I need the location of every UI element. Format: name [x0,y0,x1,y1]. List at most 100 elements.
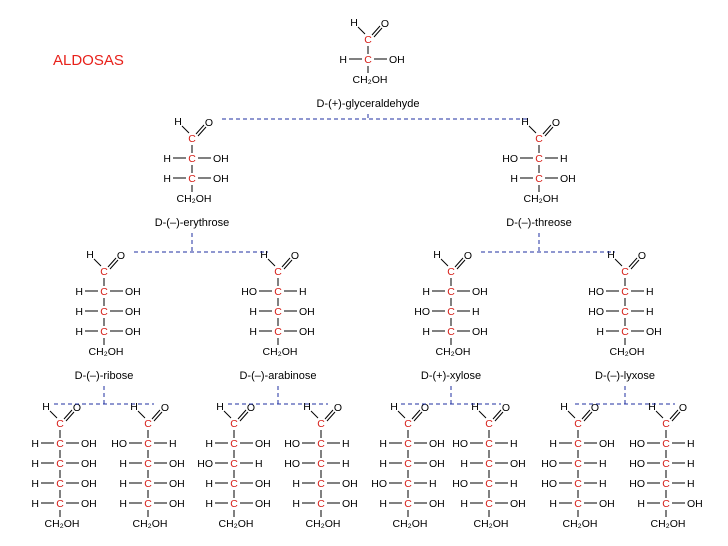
hydrogen-atom: H [260,249,268,261]
hydroxyl-group: OH [81,438,97,450]
sugar-name: D-(–)-arabinose [239,370,316,382]
hydroxyl-group: OH [299,326,315,338]
hydroxyl-group: OH [169,458,185,470]
hydroxyl-group: OH [429,438,445,450]
double-bond [373,27,383,38]
hydroxyl-group: OH [429,498,445,510]
hydroxyl-group: HO [588,306,604,318]
double-bond [371,25,381,36]
hydroxyl-group: OH [342,498,358,510]
hydroxyl-group: HO [629,458,645,470]
double-bond [239,411,249,422]
hydroxyl-group: HO [629,478,645,490]
carbon-atom: C [274,286,282,298]
hydroxyl-group: OH [599,498,615,510]
carbon-atom: C [230,418,238,430]
carbon-atom: C [404,418,412,430]
hydrogen-atom: H [687,438,695,450]
carbon-atom: C [274,266,282,278]
hydrogen-atom: H [255,458,263,470]
oxygen-atom: O [502,402,510,414]
hydrogen-atom: H [119,478,127,490]
carbon-atom: C [317,438,325,450]
carbon-atom: C [364,34,372,46]
double-bond [197,126,207,137]
carbon-atom: C [485,498,493,510]
hydroxyl-group: HO [241,286,257,298]
single-bond [614,258,623,267]
carbon-atom: C [404,498,412,510]
hydroxyl-group: HO [111,438,127,450]
carbon-atom: C [574,498,582,510]
hydrogen-atom: H [292,478,300,490]
tree-connectors [54,114,675,405]
carbon-atom: C [574,478,582,490]
double-bond [109,259,119,270]
single-bond [655,410,664,419]
carbon-atom: C [317,418,325,430]
ch2oh-group: CH₂OH [474,518,509,530]
hydroxyl-group: HO [284,458,300,470]
oxygen-atom: O [552,117,560,129]
hydroxyl-group: OH [125,306,141,318]
hydroxyl-group: OH [429,458,445,470]
oxygen-atom: O [117,250,125,262]
double-bond [107,257,117,268]
sugar-name: D-(+)-glyceraldehyde [316,98,419,110]
carbon-atom: C [404,478,412,490]
oxygen-atom: O [464,250,472,262]
hydroxyl-group: OH [81,498,97,510]
carbon-atom: C [144,458,152,470]
hydroxyl-group: OH [81,458,97,470]
ch2oh-group: CH₂OH [651,518,686,530]
carbon-atom: C [535,133,543,145]
oxygen-atom: O [161,402,169,414]
hydrogen-atom: H [549,438,557,450]
double-bond [544,126,554,137]
double-bond [411,409,421,420]
hydrogen-atom: H [119,458,127,470]
hydroxyl-group: OH [255,478,271,490]
oxygen-atom: O [291,250,299,262]
hydroxyl-group: OH [169,478,185,490]
double-bond [671,411,681,422]
hydrogen-atom: H [422,286,430,298]
hydroxyl-group: OH [389,54,405,66]
single-bond [93,258,102,267]
carbon-atom: C [100,266,108,278]
hydrogen-atom: H [460,458,468,470]
oxygen-atom: O [73,402,81,414]
hydrogen-atom: H [510,438,518,450]
ch2oh-group: CH₂OH [393,518,428,530]
carbon-atom: C [404,458,412,470]
ch2oh-group: CH₂OH [45,518,80,530]
carbon-atom: C [535,173,543,185]
sugar-name: D-(–)-erythrose [155,217,230,229]
hydrogen-atom: H [350,17,358,29]
hydrogen-atom: H [130,401,138,413]
ch2oh-group: CH₂OH [436,346,471,358]
hydroxyl-group: HO [541,458,557,470]
hydrogen-atom: H [342,438,350,450]
hydroxyl-group: OH [687,498,703,510]
oxygen-atom: O [247,402,255,414]
hydrogen-atom: H [75,286,83,298]
ch2oh-group: CH₂OH [563,518,598,530]
hydrogen-atom: H [163,153,171,165]
carbon-atom: C [485,438,493,450]
hydroxyl-group: OH [81,478,97,490]
carbon-atom: C [485,478,493,490]
hydrogen-atom: H [433,249,441,261]
oxygen-atom: O [334,402,342,414]
single-bond [397,410,406,419]
double-bond [494,411,504,422]
double-bond [283,259,293,270]
hydroxyl-group: HO [414,306,430,318]
carbon-atom: C [230,458,238,470]
carbon-atom: C [447,266,455,278]
